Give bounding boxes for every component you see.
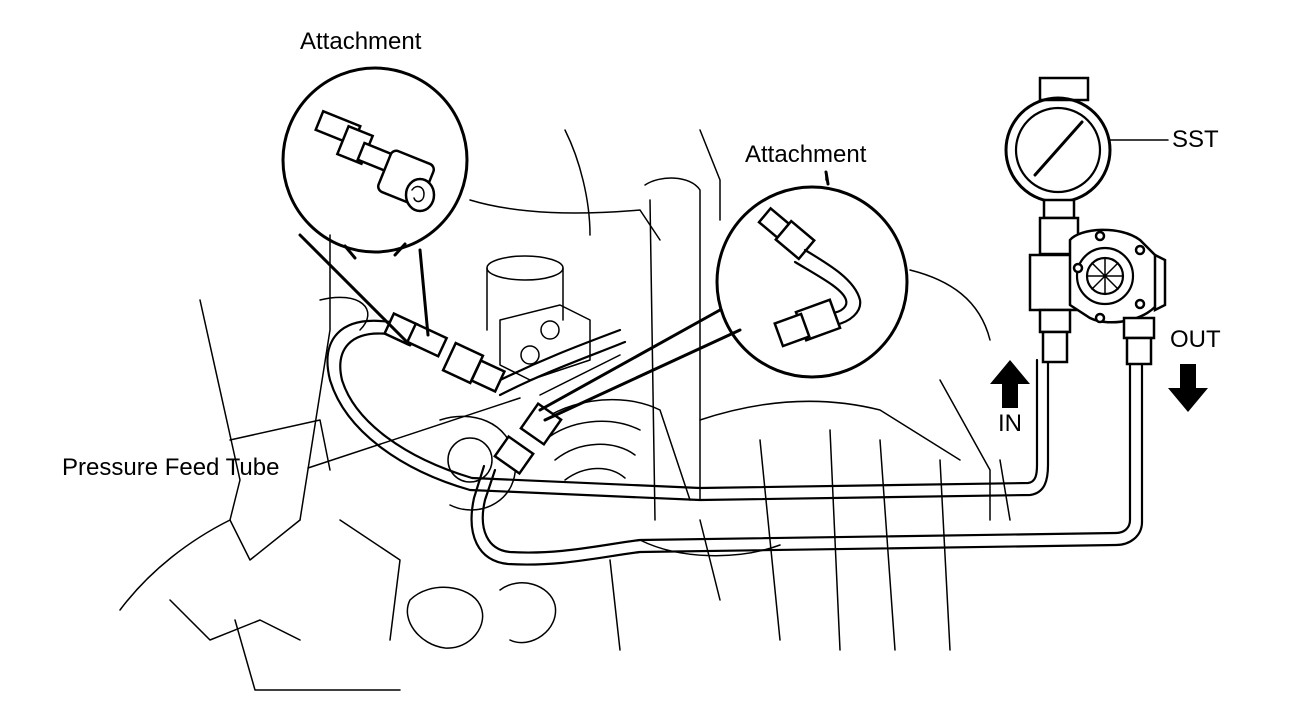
callout-attachment-right [538,170,909,422]
engine-outline [119,129,1011,691]
label-attachment-right: Attachment [745,141,867,168]
hose-out [470,358,1144,566]
pressure-feed-tube [488,328,627,397]
arrow-down-icon [1168,364,1208,412]
arrow-up-icon [990,360,1030,408]
pressure-gauge-icon [1004,76,1169,256]
fitting-center [493,401,563,476]
label-in: IN [998,410,1022,437]
callout-attachment-top [281,66,469,347]
label-attachment-top: Attachment [300,28,422,55]
label-sst: SST [1172,126,1219,153]
leader-pressure-feed-tube [307,397,521,469]
label-out: OUT [1170,326,1221,353]
valve-icon [1028,228,1167,366]
label-pressure-feed-tube: Pressure Feed Tube [62,454,280,481]
fitting-left [382,311,507,394]
